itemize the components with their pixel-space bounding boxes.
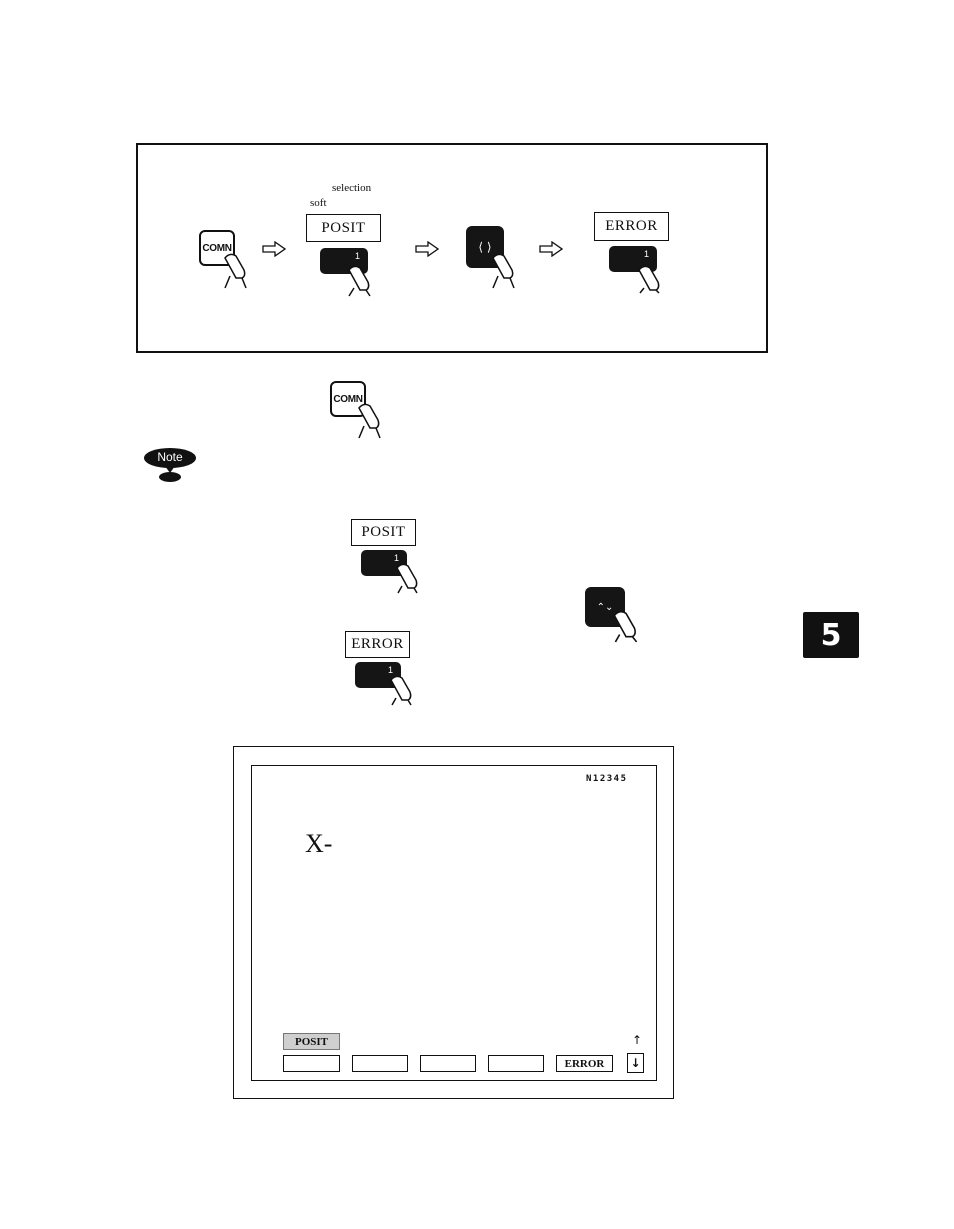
soft-label: soft <box>310 197 327 209</box>
posit-tab: POSIT <box>283 1033 340 1050</box>
page-up-arrow-icon: ↑ <box>632 1033 643 1047</box>
cursor-key-label: ⌃⌄ <box>596 601 614 613</box>
page-down-button[interactable]: ↓ <box>627 1053 644 1073</box>
error-soft-label: ERROR <box>345 631 410 658</box>
finger-icon <box>394 560 422 594</box>
posit-soft-label: POSIT <box>306 214 381 242</box>
posit-tab-label: POSIT <box>294 1035 328 1048</box>
finger-icon <box>388 672 416 706</box>
axis-display: X- <box>305 829 333 858</box>
procedure-frame <box>136 143 768 353</box>
finger-icon <box>636 262 664 294</box>
finger-icon <box>490 250 518 290</box>
note-label: Note <box>157 450 183 464</box>
screen-frame <box>233 746 674 1099</box>
posit-soft-label: POSIT <box>351 519 416 546</box>
finger-icon <box>610 607 642 643</box>
screen-softkey-2[interactable] <box>352 1055 408 1072</box>
note-bubble-icon <box>144 448 196 482</box>
comn-key-label: COMN <box>333 393 363 405</box>
softkey-number: 1 <box>387 665 393 675</box>
posit-soft-label-text: POSIT <box>321 219 366 236</box>
chapter-tab: 5 <box>803 612 859 658</box>
block-number: N12345 <box>586 774 628 784</box>
screen-softkey-3[interactable] <box>420 1055 476 1072</box>
page-down-arrow-icon: ↓ <box>630 1056 641 1070</box>
error-soft-label-text: ERROR <box>351 636 404 652</box>
note-badge: Note <box>143 447 197 483</box>
finger-icon <box>355 400 385 440</box>
posit-soft-label-text: POSIT <box>361 524 406 540</box>
right-arrow-icon <box>262 241 286 257</box>
comn-key-label: COMN <box>202 242 232 254</box>
chapter-number: 5 <box>820 617 842 653</box>
screen-softkey-4[interactable] <box>488 1055 544 1072</box>
screen-display <box>251 765 657 1081</box>
error-soft-label: ERROR <box>594 212 669 241</box>
cursor-key-label: ⟨ ⟩ <box>478 240 492 254</box>
softkey-number: 1 <box>643 249 649 259</box>
screen-softkey-label: ERROR <box>564 1057 605 1070</box>
right-arrow-icon <box>539 241 563 257</box>
error-soft-label-text: ERROR <box>605 218 658 234</box>
softkey-number: 1 <box>354 251 360 261</box>
finger-icon <box>346 262 374 298</box>
selection-label: selection <box>332 182 372 194</box>
softkey-number: 1 <box>393 553 399 563</box>
right-arrow-icon <box>415 241 439 257</box>
screen-softkey-1[interactable] <box>283 1055 340 1072</box>
finger-icon <box>222 250 250 290</box>
screen-softkey-error[interactable]: ERROR <box>556 1055 613 1072</box>
